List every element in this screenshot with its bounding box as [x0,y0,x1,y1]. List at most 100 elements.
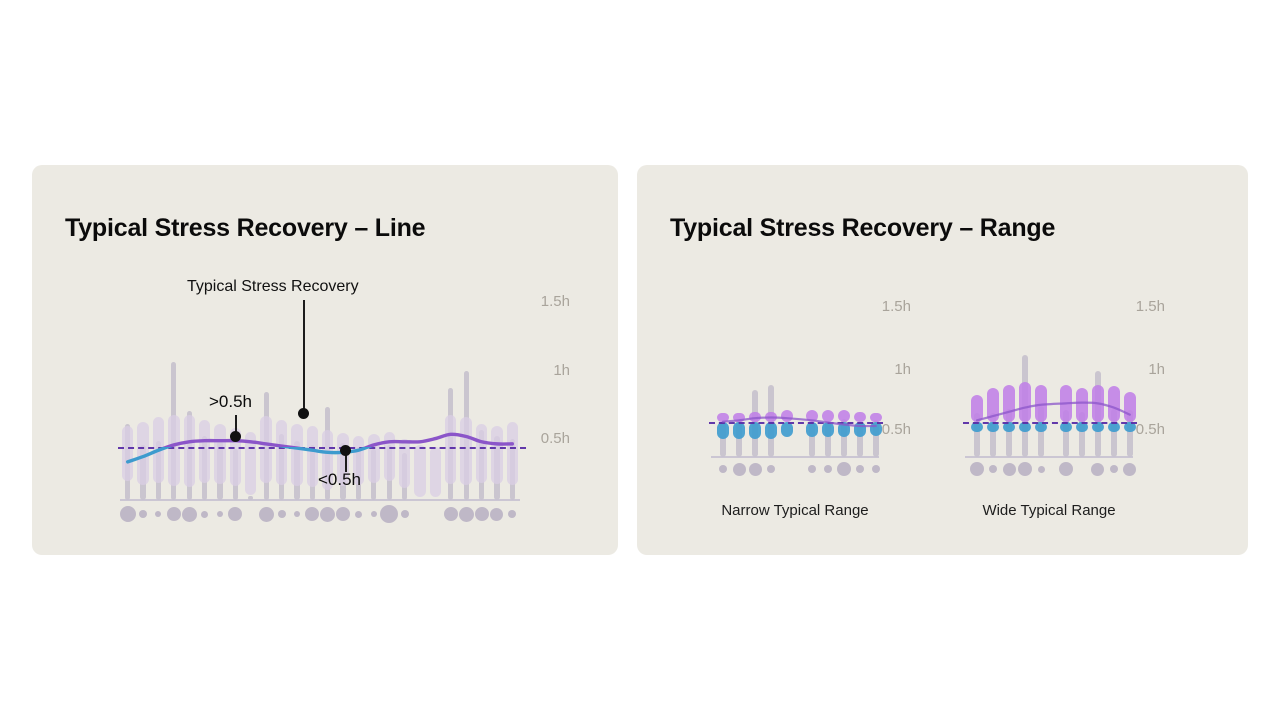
range-band-bar [322,430,334,491]
annotation-callout-label: Typical Stress Recovery [187,278,359,295]
range-bar-upper [854,411,866,422]
activity-dot [400,510,409,518]
panel-title-range: Typical Stress Recovery – Range [670,213,1056,242]
reference-line-0-5h [709,421,883,424]
range-band-bar [122,425,134,481]
narrow-range-plot [709,337,883,458]
wide-range-label: Wide Typical Range [982,502,1116,519]
panel-typical-stress-recovery-line: Typical Stress Recovery – Line 1.5h 1h 0… [32,165,618,555]
peak-stress-bar [1079,411,1085,457]
activity-dot [201,510,209,518]
peak-stress-bar [809,421,815,457]
recovery-line-above [162,432,515,448]
axis-tick-1-5h-wide: 1.5h [1135,298,1165,315]
annotation-above-dot [230,431,241,442]
annotation-above-stem [235,415,237,436]
range-bar-lower [781,421,793,438]
range-bar-lower [822,421,834,438]
activity-dot [155,511,162,517]
activity-dot [1037,465,1045,473]
range-band-bar [475,423,488,484]
range-bar-upper [822,410,834,422]
range-band-bar [368,434,380,484]
range-bar-lower [1003,421,1015,432]
range-bar-lower [870,421,882,436]
range-band-bar [460,417,472,486]
activity-dot [1058,462,1073,476]
range-bar-upper [1035,385,1047,422]
reference-line-0-5h [118,447,526,450]
range-band-bar [198,419,211,484]
narrow-recovery-line [721,416,877,428]
chart-baseline [120,499,520,501]
peak-stress-bar [1006,409,1012,457]
range-bar-upper [1003,385,1015,422]
range-bar-upper [1108,386,1120,422]
range-band-bar [291,423,303,487]
range-band-bar [414,444,426,497]
narrow-range-label: Narrow Typical Range [721,502,869,519]
annotation-below-dot [340,445,351,456]
range-bar-lower [1035,421,1047,432]
axis-tick-1h-left: 1h [553,362,570,379]
peak-stress-bar [1111,409,1117,457]
activity-dot [181,506,197,522]
wide-activity-dots [969,457,1137,485]
range-bar-lower [971,421,983,433]
line-chart-activity-dots [119,500,520,536]
range-bar-upper [838,410,850,422]
range-bar-upper [1124,392,1136,422]
range-band-bar [214,423,226,485]
recovery-line [721,416,877,428]
range-bar-lower [1019,421,1031,432]
activity-dot [807,465,816,473]
activity-dot [277,510,286,518]
wide-range-chart [963,337,1137,458]
peak-stress-bar [841,418,847,457]
activity-dot [293,511,300,517]
peak-stress-bar [974,413,980,457]
range-band-bar [245,432,257,495]
activity-dot [258,506,274,522]
activity-dot [732,462,746,476]
range-band-bar [229,428,242,487]
axis-tick-0-5h-narrow: 0.5h [881,421,911,438]
range-bar-upper [781,410,793,422]
narrow-activity-dots [715,457,880,485]
range-bar-lower [1108,421,1120,432]
axis-tick-1-5h-narrow: 1.5h [881,298,911,315]
activity-dot [139,510,148,518]
range-bar-lower [765,421,777,440]
activity-dot [1109,465,1118,473]
activity-dot [320,506,336,522]
range-band-bar [168,415,180,487]
peak-stress-bar [825,421,831,457]
peak-stress-bar [857,421,863,457]
range-band-bar [337,433,349,487]
panel-title-line: Typical Stress Recovery – Line [65,213,426,242]
activity-dot [1002,462,1016,476]
activity-dot [1123,462,1137,476]
annotation-above-label: >0.5h [209,392,253,411]
activity-dot [354,510,362,518]
annotation-callout-stem [303,300,305,413]
peak-stress-bar [873,420,879,457]
range-band-bar [445,415,457,485]
range-bar-lower [1076,421,1088,432]
range-bar-lower [1124,421,1136,432]
range-bar-lower [717,421,729,440]
range-bar-lower [806,421,818,438]
range-band-bar [429,447,442,497]
annotation-below-label: <0.5h [318,470,362,489]
range-band-bar [306,425,318,488]
range-bar-upper [987,387,999,422]
activity-dot [228,507,243,521]
range-band-bar [491,425,503,485]
range-bar-lower [987,421,999,433]
range-bar-upper [717,413,729,422]
range-band-bar [352,436,365,486]
wide-recovery-line [975,401,1131,422]
peak-stress-bar [720,421,726,457]
range-bar-lower [733,421,745,440]
